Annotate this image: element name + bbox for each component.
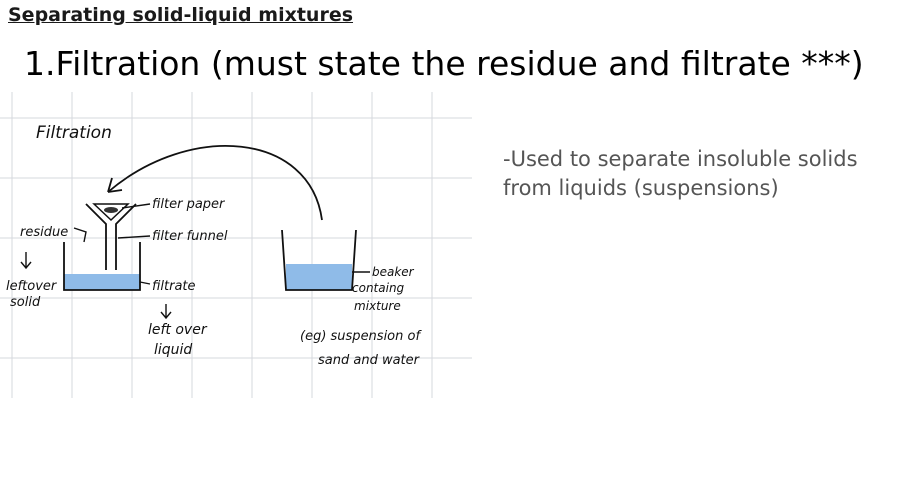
beaker <box>281 229 357 291</box>
leader-lines <box>20 203 370 320</box>
label-residue: residue <box>20 225 68 240</box>
pour-arrowhead <box>107 177 123 193</box>
label-mixture: mixture <box>354 299 401 313</box>
label-filter-paper: filter paper <box>152 197 226 212</box>
filtrate-container <box>63 242 141 291</box>
filtration-diagram: Filtration filter paper filter funnel re… <box>0 92 472 398</box>
label-left-over: left over <box>148 322 208 338</box>
grid-lines <box>0 92 472 398</box>
label-liquid: liquid <box>154 342 192 358</box>
beaker-liquid <box>286 264 352 290</box>
residue-blob <box>104 207 118 213</box>
section-heading: Separating solid-liquid mixtures <box>8 4 354 26</box>
slide-title: 1.Filtration (must state the residue and… <box>24 44 864 83</box>
diagram-title: Filtration <box>36 123 112 143</box>
label-beaker: beaker <box>372 265 415 279</box>
pour-arrow <box>107 144 323 221</box>
label-filtrate: filtrate <box>152 279 196 294</box>
label-containg: containg <box>352 281 405 295</box>
label-example-line1: (eg) suspension of <box>300 329 422 344</box>
label-solid: solid <box>10 295 41 310</box>
filter-funnel <box>85 203 137 270</box>
description-text: -Used to separate insoluble solids from … <box>503 147 858 200</box>
label-leftover: leftover <box>6 279 58 294</box>
filtrate-liquid <box>64 274 140 290</box>
label-example-line2: sand and water <box>318 353 421 368</box>
label-filter-funnel: filter funnel <box>152 229 228 244</box>
